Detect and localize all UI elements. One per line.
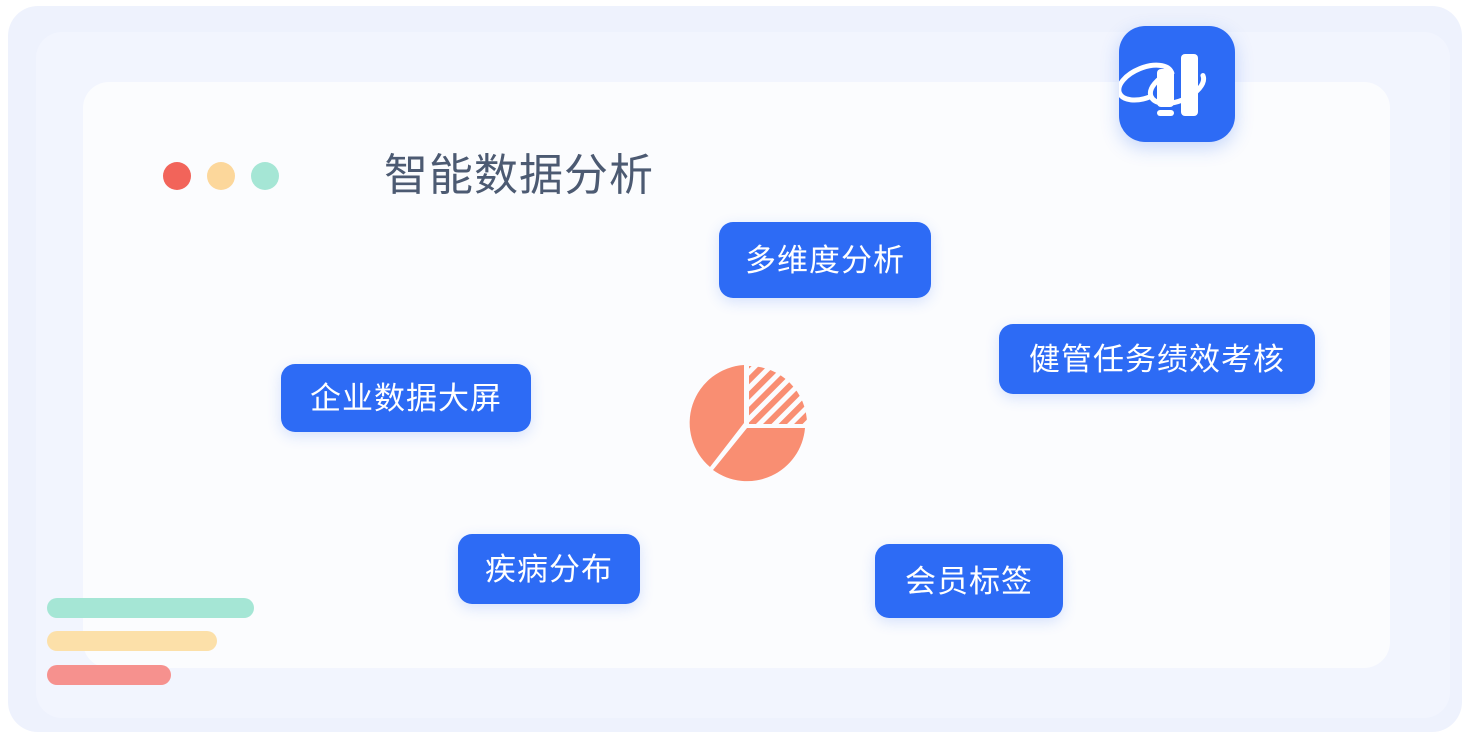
pie-slice-hatched <box>749 366 807 424</box>
analytics-bars-orbit-icon <box>1119 54 1207 116</box>
pie-slice-bottom <box>713 428 805 482</box>
decor-bar-mint <box>47 598 254 618</box>
tag-pill-multidimensional-analysis[interactable]: 多维度分析 <box>719 222 931 298</box>
tag-pill-member-tags[interactable]: 会员标签 <box>875 544 1063 618</box>
decor-bar-amber <box>47 631 217 651</box>
tag-pill-enterprise-dashboard[interactable]: 企业数据大屏 <box>281 364 531 432</box>
pie-chart <box>685 362 809 486</box>
pie-slice-left <box>689 365 744 467</box>
minimize-dot[interactable] <box>207 162 235 190</box>
decor-bar-red <box>47 665 171 685</box>
close-dot[interactable] <box>163 162 191 190</box>
maximize-dot[interactable] <box>251 162 279 190</box>
tag-pill-health-task-performance[interactable]: 健管任务绩效考核 <box>999 324 1315 394</box>
tag-pill-disease-distribution[interactable]: 疾病分布 <box>458 534 640 604</box>
app-logo-badge <box>1119 26 1235 142</box>
window-controls <box>163 162 279 190</box>
page-title: 智能数据分析 <box>384 151 654 200</box>
